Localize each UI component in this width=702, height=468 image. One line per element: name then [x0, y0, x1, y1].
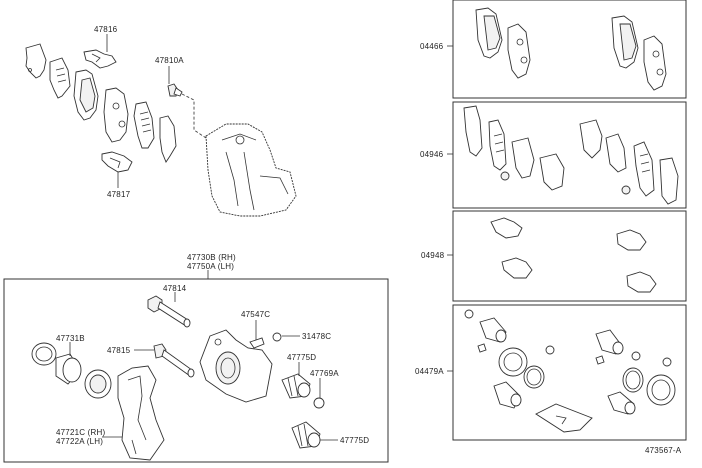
kit-label-04946[interactable]: 04946	[420, 150, 444, 159]
mount-label-lh: 47722A (LH)	[56, 437, 104, 446]
shim-inner-a[interactable]	[133, 101, 155, 149]
assembly-label-rh: 47730B (RH)	[187, 253, 236, 262]
guide-pin-47814[interactable]	[147, 295, 191, 328]
cylinder-boot-47775D-upper[interactable]	[281, 373, 311, 399]
kit-label-04466[interactable]: 04466	[420, 42, 444, 51]
part-label-47547C: 47547C	[241, 310, 271, 319]
kit-04946-shim-set-right[interactable]	[579, 119, 679, 205]
kit-label-04479A[interactable]: 04479A	[415, 367, 444, 376]
pad-support-plate-47817[interactable]	[101, 151, 133, 173]
kit-04948-plate-1[interactable]	[490, 217, 523, 239]
part-label-47810A: 47810A	[155, 56, 184, 65]
part-label-47775D-upper: 47775D	[287, 353, 317, 362]
piston-47731B[interactable]	[55, 353, 82, 385]
kit-frame-04466	[452, 0, 687, 99]
cylinder-boot-47775D-lower[interactable]	[291, 421, 321, 449]
kit-04466-pad-pair-left[interactable]	[475, 7, 531, 79]
part-label-47816: 47816	[94, 25, 118, 34]
guide-pin-47815[interactable]	[153, 343, 195, 378]
shim-inner-b[interactable]	[159, 115, 177, 163]
kit-frame-04946	[452, 101, 687, 209]
part-label-47815: 47815	[107, 346, 131, 355]
kit-04948-plate-4[interactable]	[626, 271, 657, 293]
part-label-47731B: 47731B	[56, 334, 85, 343]
piston-seal-ring[interactable]	[31, 342, 57, 366]
caliper-assembly-frame	[3, 278, 389, 463]
kit-label-04948[interactable]: 04948	[421, 251, 445, 260]
kit-frame-04948	[452, 210, 687, 302]
brake-pad-inner[interactable]	[103, 87, 129, 143]
bolt-47810A[interactable]	[167, 83, 183, 97]
kit-04479A-components[interactable]	[464, 309, 676, 433]
caliper-assembly-ghost[interactable]	[205, 123, 297, 217]
part-label-47775D-lower: 47775D	[340, 436, 370, 445]
kit-04948-plate-3[interactable]	[616, 229, 647, 251]
mount-label-rh: 47721C (RH)	[56, 428, 106, 437]
figure-number: 473567-A	[645, 446, 682, 455]
anti-squeal-shim-inner[interactable]	[49, 57, 71, 99]
caliper-cylinder[interactable]	[199, 329, 273, 403]
kit-frame-04479A	[452, 304, 687, 441]
part-label-47817: 47817	[107, 190, 131, 199]
bleeder-cap-31478C[interactable]	[272, 332, 282, 342]
kit-04948-plate-2[interactable]	[501, 257, 533, 279]
part-label-47769A: 47769A	[310, 369, 339, 378]
piston-boot[interactable]	[84, 369, 112, 399]
caliper-mounting-bracket[interactable]	[117, 365, 165, 461]
brake-pad-outer[interactable]	[73, 69, 99, 121]
pad-support-plate-47816[interactable]	[83, 49, 117, 69]
plug-47769A[interactable]	[313, 397, 325, 409]
bleeder-plug-47547C[interactable]	[249, 337, 265, 349]
kit-04946-shim-set-left[interactable]	[463, 105, 565, 191]
part-label-31478C: 31478C	[302, 332, 332, 341]
anti-squeal-shim-outer[interactable]	[25, 43, 47, 79]
assembly-label-lh: 47750A (LH)	[187, 262, 235, 271]
kit-04466-pad-pair-right[interactable]	[611, 15, 667, 91]
part-label-47814: 47814	[163, 284, 187, 293]
